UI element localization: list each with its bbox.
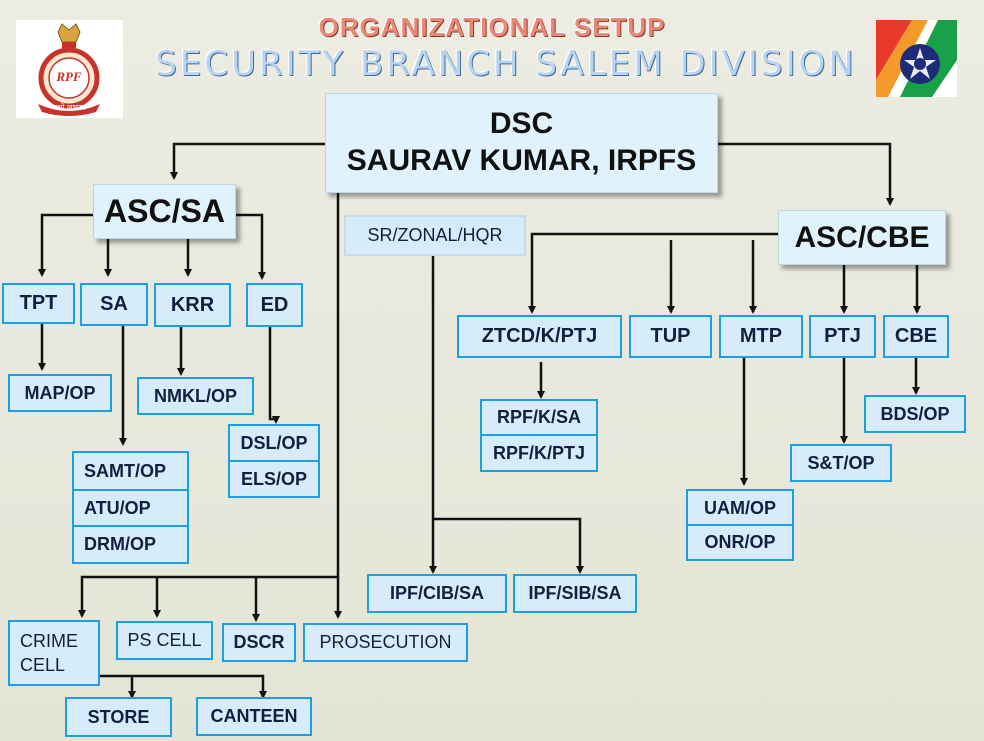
asc-sa-box: ASC/SA <box>93 184 236 239</box>
dsc-title: DSC <box>489 107 554 140</box>
cell-box-prosecution: PROSECUTION <box>303 623 468 662</box>
cell-box-crime-cell: CRIME CELL <box>8 620 100 686</box>
sr-zonal-hqr-box: SR/ZONAL/HQR <box>344 215 526 256</box>
rpf-emblem-logo: RPF यशो लभस्व <box>16 20 123 118</box>
post-box-rpf-k-sa: RPF/K/SA <box>480 399 598 436</box>
ipf-box-sib-sa: IPF/SIB/SA <box>513 574 637 613</box>
unit-box-tpt: TPT <box>2 283 75 324</box>
post-box-snt-op: S&T/OP <box>790 444 892 482</box>
chart-subtitle: SECURITY BRANCH SALEM DIVISION <box>155 44 857 84</box>
rpf-emblem-icon <box>38 23 100 116</box>
cell-box-store: STORE <box>65 697 172 737</box>
post-box-els-op: ELS/OP <box>228 460 320 498</box>
post-box-uam-op: UAM/OP <box>686 489 794 527</box>
unit-box-tup: TUP <box>629 315 712 358</box>
unit-box-ptj: PTJ <box>809 315 876 358</box>
post-box-onr-op: ONR/OP <box>686 524 794 561</box>
rpf-flag-emblem-logo <box>876 20 957 97</box>
unit-box-ztcd-k-ptj: ZTCD/K/PTJ <box>457 315 622 358</box>
cell-box-ps-cell: PS CELL <box>116 621 213 660</box>
post-box-map-op: MAP/OP <box>8 374 112 412</box>
post-box-samt-op: SAMT/OP <box>72 451 189 491</box>
post-box-nmkl-op: NMKL/OP <box>137 377 254 415</box>
post-box-drm-op: DRM/OP <box>72 525 189 564</box>
cell-box-canteen: CANTEEN <box>196 697 312 736</box>
post-box-dsl-op: DSL/OP <box>228 424 320 462</box>
unit-box-ed: ED <box>246 283 303 327</box>
rpf-emblem-motto: यशो लभस्व <box>52 103 86 112</box>
unit-box-sa: SA <box>80 283 148 326</box>
unit-box-cbe: CBE <box>883 315 949 358</box>
cell-box-dscr: DSCR <box>222 623 296 662</box>
asc-cbe-box: ASC/CBE <box>778 210 946 265</box>
dsc-box: DSC SAURAV KUMAR, IRPFS <box>325 93 718 193</box>
ipf-box-cib-sa: IPF/CIB/SA <box>367 574 507 613</box>
dsc-name: SAURAV KUMAR, IRPFS <box>346 144 697 177</box>
rpf-flag-emblem-icon <box>876 20 957 97</box>
unit-box-mtp: MTP <box>719 315 803 358</box>
rpf-emblem-text: RPF <box>56 69 82 84</box>
post-box-bds-op: BDS/OP <box>864 395 966 433</box>
unit-box-krr: KRR <box>154 283 231 327</box>
post-box-rpf-k-ptj: RPF/K/PTJ <box>480 434 598 472</box>
chart-title: ORGANIZATIONAL SETUP <box>318 12 666 42</box>
post-box-atu-op: ATU/OP <box>72 489 189 527</box>
